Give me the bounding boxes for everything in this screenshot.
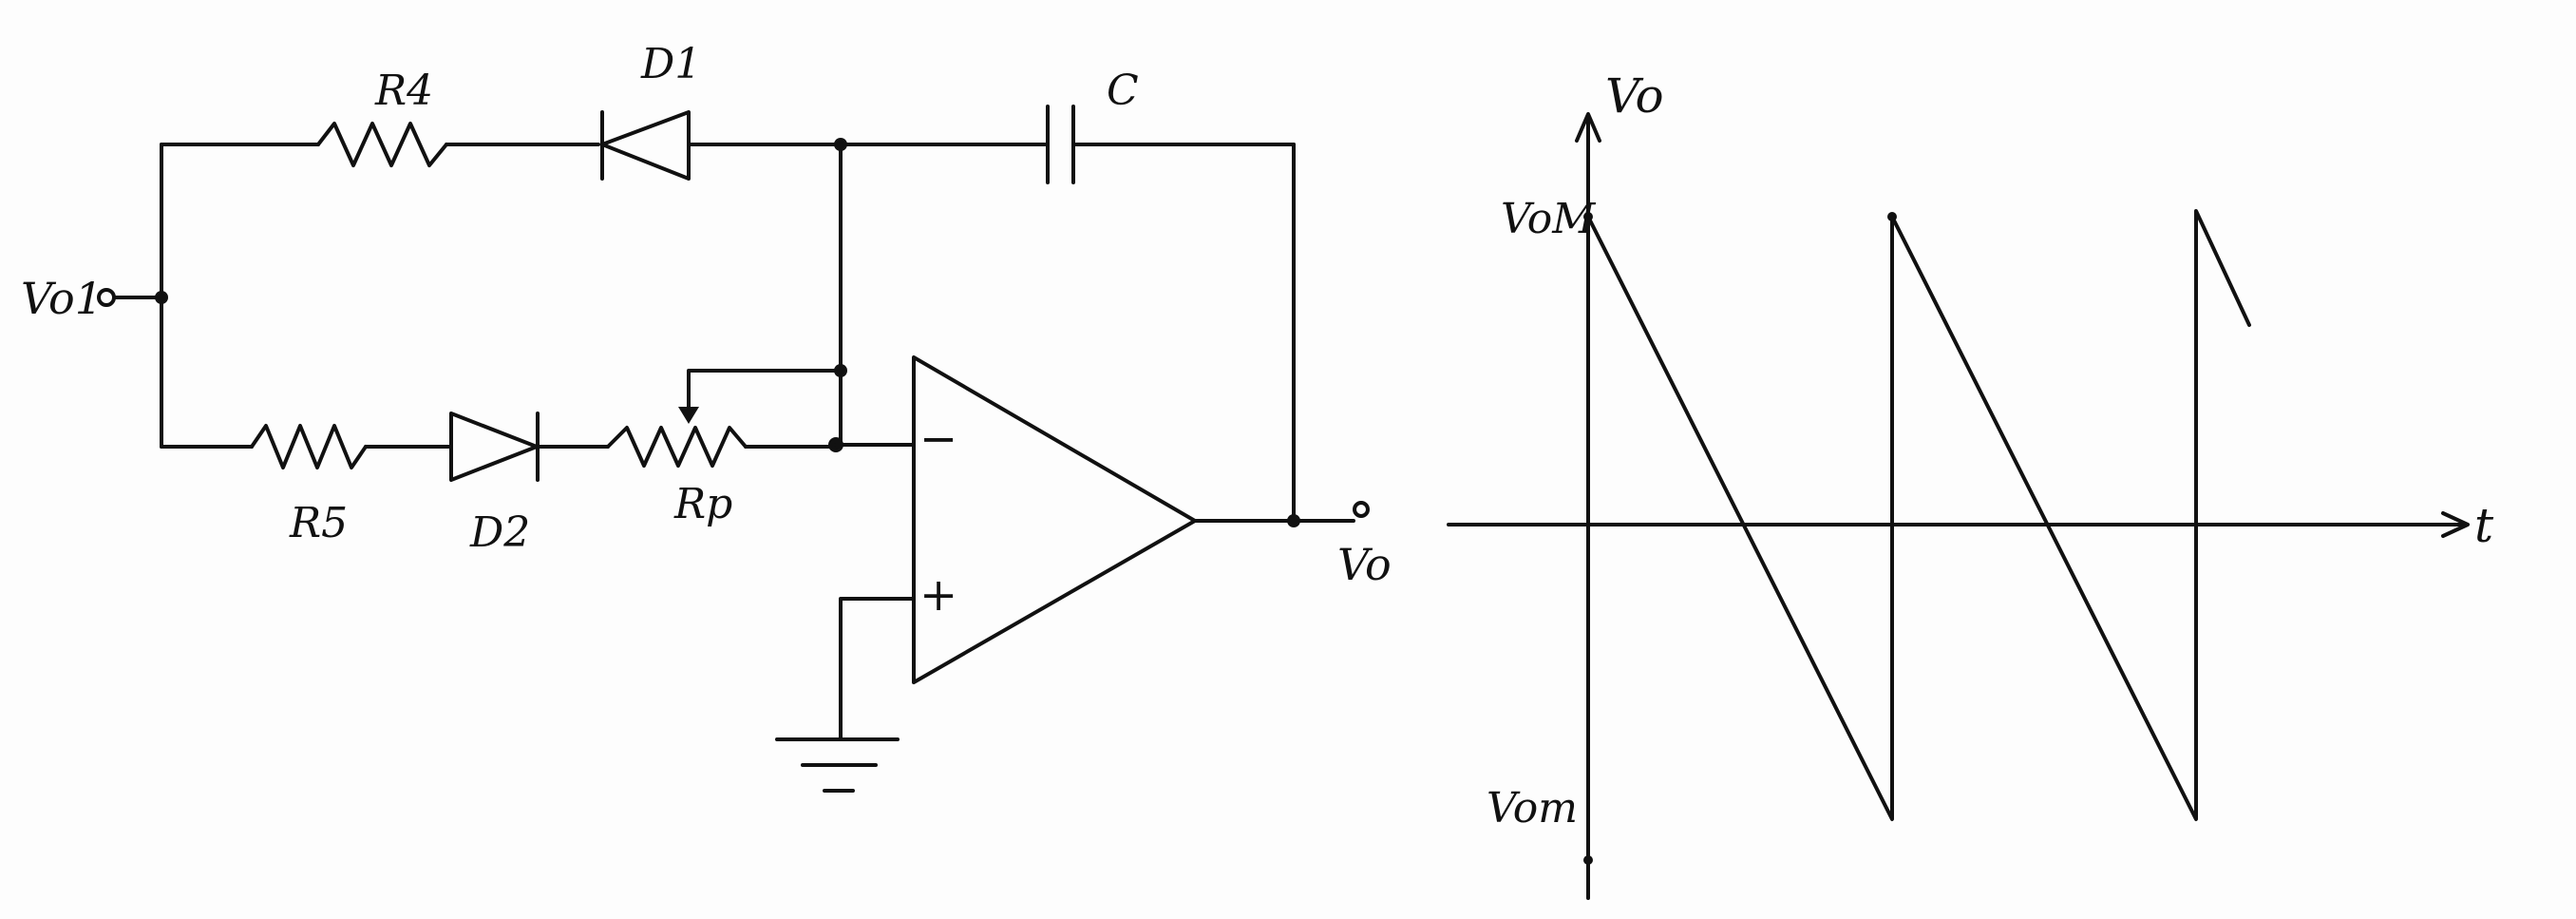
y-axis-arrow-icon	[1575, 112, 1601, 143]
r4-label: R4	[374, 67, 433, 115]
opamp-triangle	[912, 355, 1197, 684]
y-axis-label: Vo	[1605, 68, 1664, 124]
resistor-r4	[316, 122, 448, 167]
vom-max-label: VoM	[1501, 195, 1596, 243]
potentiometer-rp	[606, 426, 748, 468]
waveform-graph: t Vo VoM Vom	[1447, 68, 2494, 900]
d2-label: D2	[469, 508, 530, 557]
output-node	[1287, 514, 1300, 527]
output-terminal	[1353, 501, 1370, 518]
output-label: Vo	[1337, 539, 1392, 590]
rp-wiper	[687, 369, 843, 417]
sawtooth-waveform	[1586, 209, 2251, 821]
input-label: Vo1	[21, 273, 103, 324]
peak-dot	[1887, 212, 1897, 221]
lower-axis-tick	[1583, 855, 1593, 865]
diode-d2	[449, 412, 540, 482]
resistor-r5	[250, 424, 368, 469]
circuit-diagram: Vo1 R4 D1 C R5	[21, 40, 1392, 793]
opamp-plus-sign: +	[919, 568, 957, 622]
opamp-minus-sign: −	[919, 412, 957, 466]
diode-d1	[600, 110, 691, 181]
capacitor-c	[1046, 105, 1075, 184]
d1-label: D1	[640, 40, 701, 88]
ground-icon	[775, 737, 900, 793]
wiper-arrow-icon	[678, 407, 699, 424]
vom-min-label: Vom	[1487, 784, 1578, 833]
x-axis-label: t	[2474, 498, 2494, 553]
r5-label: R5	[289, 499, 348, 547]
c-label: C	[1107, 67, 1139, 115]
x-axis-arrow-icon	[2441, 511, 2470, 538]
noninverting-ground-wire	[839, 597, 916, 741]
rp-label: Rp	[673, 480, 732, 528]
